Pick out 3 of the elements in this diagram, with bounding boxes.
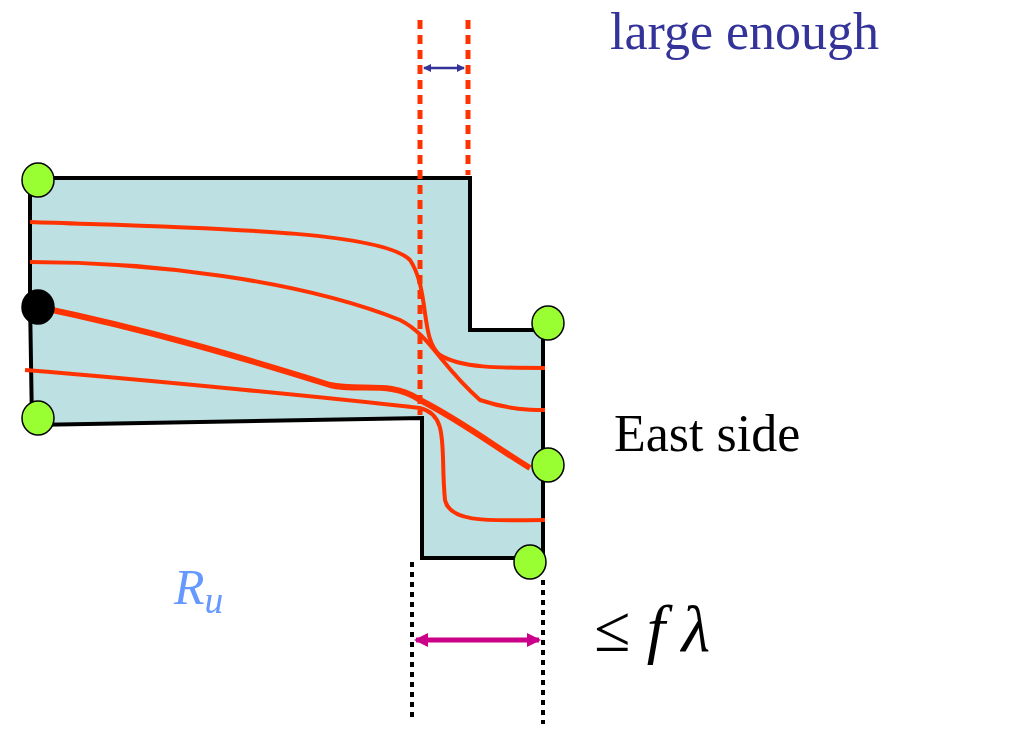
math-label: R$_{u}$ (174, 562, 224, 612)
math-label: East side (614, 408, 801, 460)
math-label: large enough (610, 6, 880, 58)
